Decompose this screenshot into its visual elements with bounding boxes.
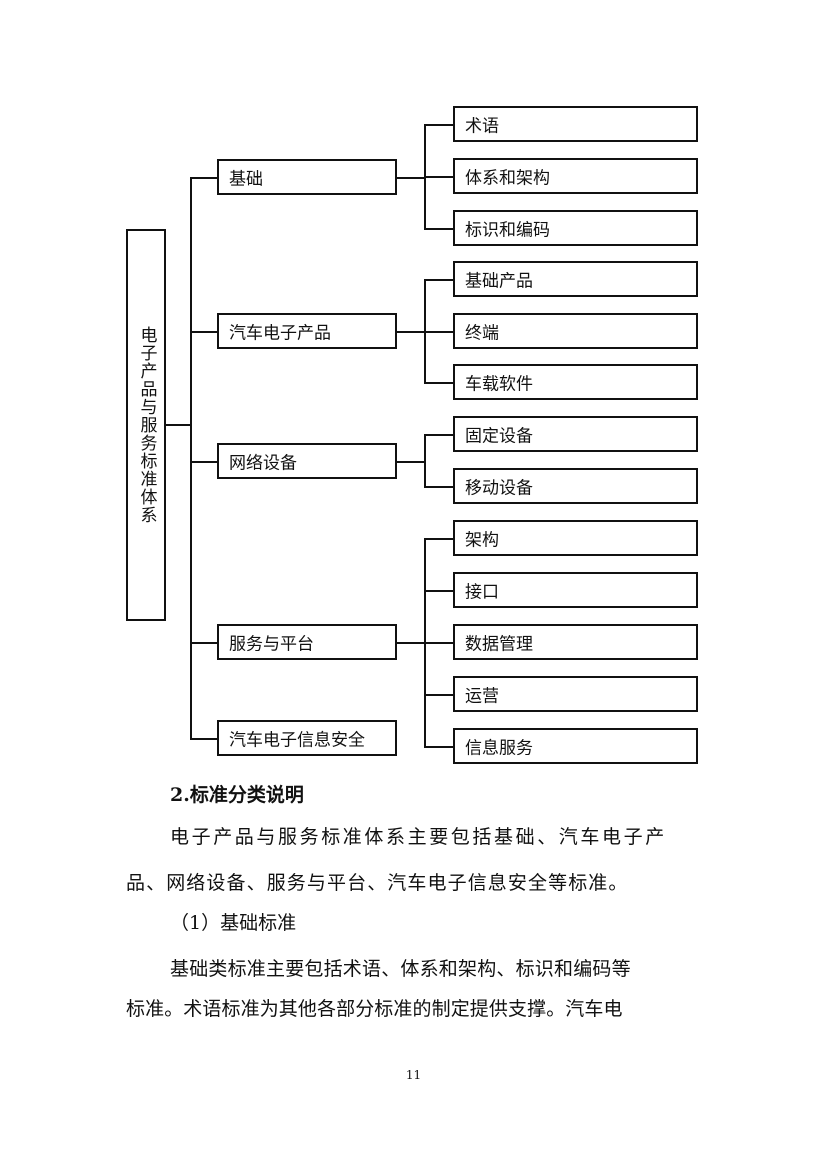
connector — [424, 228, 453, 230]
paragraph-line: 基础类标准主要包括术语、体系和架构、标识和编码等 — [170, 958, 631, 980]
connector — [424, 434, 453, 436]
connector — [190, 738, 217, 740]
category-label: 基础 — [229, 169, 263, 190]
connector — [424, 434, 426, 488]
sub-box-platform-architecture: 架构 — [453, 520, 698, 556]
connector — [424, 279, 453, 281]
connector — [397, 331, 425, 333]
sub-box-info-services: 信息服务 — [453, 728, 698, 764]
category-box-auto-electronics: 汽车电子产品 — [217, 313, 397, 349]
category-label: 汽车电子信息安全 — [229, 730, 365, 751]
category-label: 网络设备 — [229, 453, 297, 474]
page-number: 11 — [405, 1068, 422, 1082]
sub-box-data-management: 数据管理 — [453, 624, 698, 660]
sub-label: 架构 — [465, 530, 499, 551]
connector — [424, 176, 453, 178]
category-label: 汽车电子产品 — [229, 323, 331, 344]
connector — [190, 331, 217, 333]
sub-box-interface: 接口 — [453, 572, 698, 608]
connector — [424, 590, 453, 592]
sub-label: 运营 — [465, 686, 499, 707]
category-box-basic: 基础 — [217, 159, 397, 195]
connector — [424, 746, 453, 748]
sub-label: 标识和编码 — [465, 220, 550, 241]
section-heading: 2.标准分类说明 — [170, 784, 304, 806]
connector — [397, 642, 425, 644]
connector — [190, 177, 192, 739]
connector — [424, 538, 453, 540]
sub-label: 固定设备 — [465, 426, 533, 447]
sub-box-basic-products: 基础产品 — [453, 261, 698, 297]
connector — [424, 486, 453, 488]
connector — [190, 642, 217, 644]
sub-box-mobile-devices: 移动设备 — [453, 468, 698, 504]
sub-label: 数据管理 — [465, 634, 533, 655]
connector — [424, 331, 453, 333]
sub-label: 终端 — [465, 323, 499, 344]
sub-label: 接口 — [465, 582, 499, 603]
standard-system-diagram: 电子产品与服务标准体系 基础 汽车电子产品 网络设备 服务与平台 汽车电子信息安… — [126, 106, 698, 764]
connector — [424, 382, 453, 384]
sub-box-operations: 运营 — [453, 676, 698, 712]
sub-label: 移动设备 — [465, 478, 533, 499]
sub-label: 术语 — [465, 116, 499, 137]
connector — [424, 124, 453, 126]
connector — [397, 461, 425, 463]
sub-label: 基础产品 — [465, 271, 533, 292]
category-label: 服务与平台 — [229, 634, 314, 655]
connector — [190, 177, 217, 179]
sub-box-architecture: 体系和架构 — [453, 158, 698, 194]
sub-label: 车载软件 — [465, 374, 533, 395]
sub-box-vehicle-software: 车载软件 — [453, 364, 698, 400]
paragraph-line: 标准。术语标准为其他各部分标准的制定提供支撑。汽车电 — [126, 998, 623, 1020]
paragraph-line: 品、网络设备、服务与平台、汽车电子信息安全等标准。 — [126, 872, 629, 894]
connector — [424, 694, 453, 696]
root-label: 电子产品与服务标准体系 — [136, 326, 157, 524]
category-box-service-platform: 服务与平台 — [217, 624, 397, 660]
category-box-info-security: 汽车电子信息安全 — [217, 720, 397, 756]
root-box: 电子产品与服务标准体系 — [126, 229, 166, 621]
connector — [424, 642, 453, 644]
sub-box-terminal: 终端 — [453, 313, 698, 349]
category-box-network-devices: 网络设备 — [217, 443, 397, 479]
sub-box-fixed-devices: 固定设备 — [453, 416, 698, 452]
paragraph-line: 电子产品与服务标准体系主要包括基础、汽车电子产 — [170, 826, 667, 848]
sub-heading: （1）基础标准 — [170, 912, 297, 934]
sub-label: 信息服务 — [465, 738, 533, 759]
connector — [397, 177, 425, 179]
sub-label: 体系和架构 — [465, 168, 550, 189]
connector — [166, 424, 191, 426]
sub-box-identification: 标识和编码 — [453, 210, 698, 246]
sub-box-terminology: 术语 — [453, 106, 698, 142]
connector — [190, 461, 217, 463]
